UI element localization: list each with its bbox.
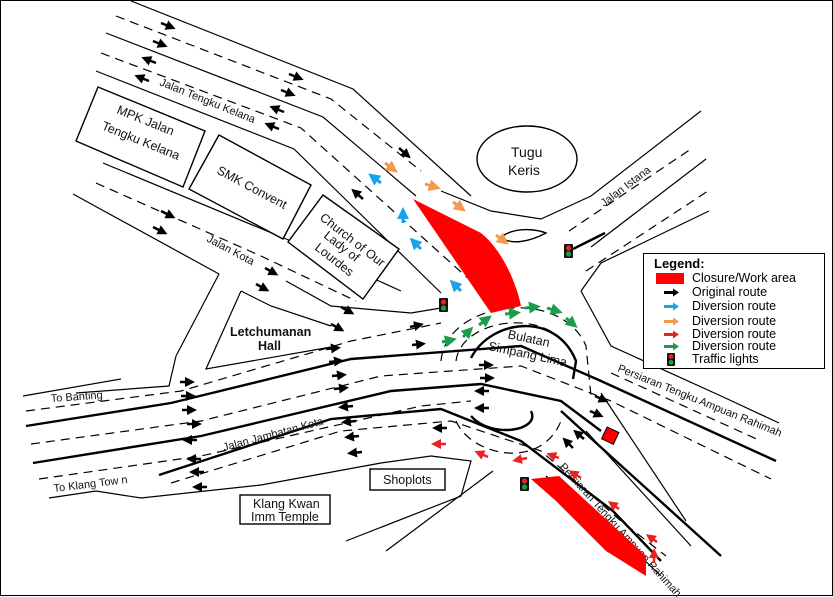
svg-text:Tugu: Tugu: [511, 144, 542, 160]
label-jalan-jambatan-kota: Jalan Jambatan Kota: [222, 415, 326, 454]
label-to-banting: To Banting: [50, 389, 103, 405]
building-shoplots: Shoplots: [369, 468, 446, 491]
legend: Legend: Closure/Work area Original route…: [643, 253, 825, 369]
svg-text:Shoplots: Shoplots: [383, 473, 432, 487]
building-church: Church of Our Lady of Lourdes: [287, 194, 400, 300]
diversion-orange-arrows: [384, 160, 509, 245]
building-mpk: MPK Jalan Tengku Kelana: [75, 86, 206, 188]
traffic-light-west: [439, 298, 448, 312]
traffic-island: [499, 228, 548, 243]
traffic-light-icon: [667, 353, 675, 366]
orange-arrow-icon: [664, 317, 679, 326]
blue-arrow-icon: [664, 302, 679, 311]
label-persiaran-south: Persiaran Tengku Ampuan Rahimah: [557, 461, 684, 597]
svg-text:Imm Temple: Imm Temple: [251, 510, 319, 524]
diversion-blue-arrows: [368, 173, 463, 293]
black-arrow-icon: [664, 288, 679, 297]
traffic-light-north: [564, 244, 573, 258]
red-arrow-icon: [664, 330, 679, 339]
building-temple: Klang Kwan Imm Temple: [239, 494, 331, 525]
svg-text:Hall: Hall: [258, 339, 281, 353]
svg-text:Letchumanan: Letchumanan: [230, 325, 311, 339]
diversion-red-arrows: [431, 439, 659, 563]
label-jalan-istana: Jalan Istana: [599, 164, 654, 210]
building-smk-convent: SMK Convent: [188, 134, 312, 240]
green-arrow-icon: [664, 342, 679, 351]
svg-text:Klang Kwan: Klang Kwan: [253, 497, 320, 511]
closure-area-east: [600, 426, 620, 445]
closure-area-south: [531, 476, 646, 576]
svg-text:Keris: Keris: [508, 162, 540, 178]
diversion-green-arrows: [441, 301, 578, 348]
closure-swatch-icon: [656, 273, 684, 284]
closure-area-north: [413, 199, 521, 313]
landmark-letchumanan-hall: Letchumanan Hall: [230, 325, 311, 353]
traffic-light-south: [520, 477, 529, 491]
legend-title: Legend:: [654, 256, 705, 271]
landmark-tugu-keris: Tugu Keris: [476, 125, 578, 193]
label-persiaran-east: Persiaran Tengku Ampuan Rahimah: [616, 363, 784, 440]
original-route-arrows: [134, 20, 609, 492]
